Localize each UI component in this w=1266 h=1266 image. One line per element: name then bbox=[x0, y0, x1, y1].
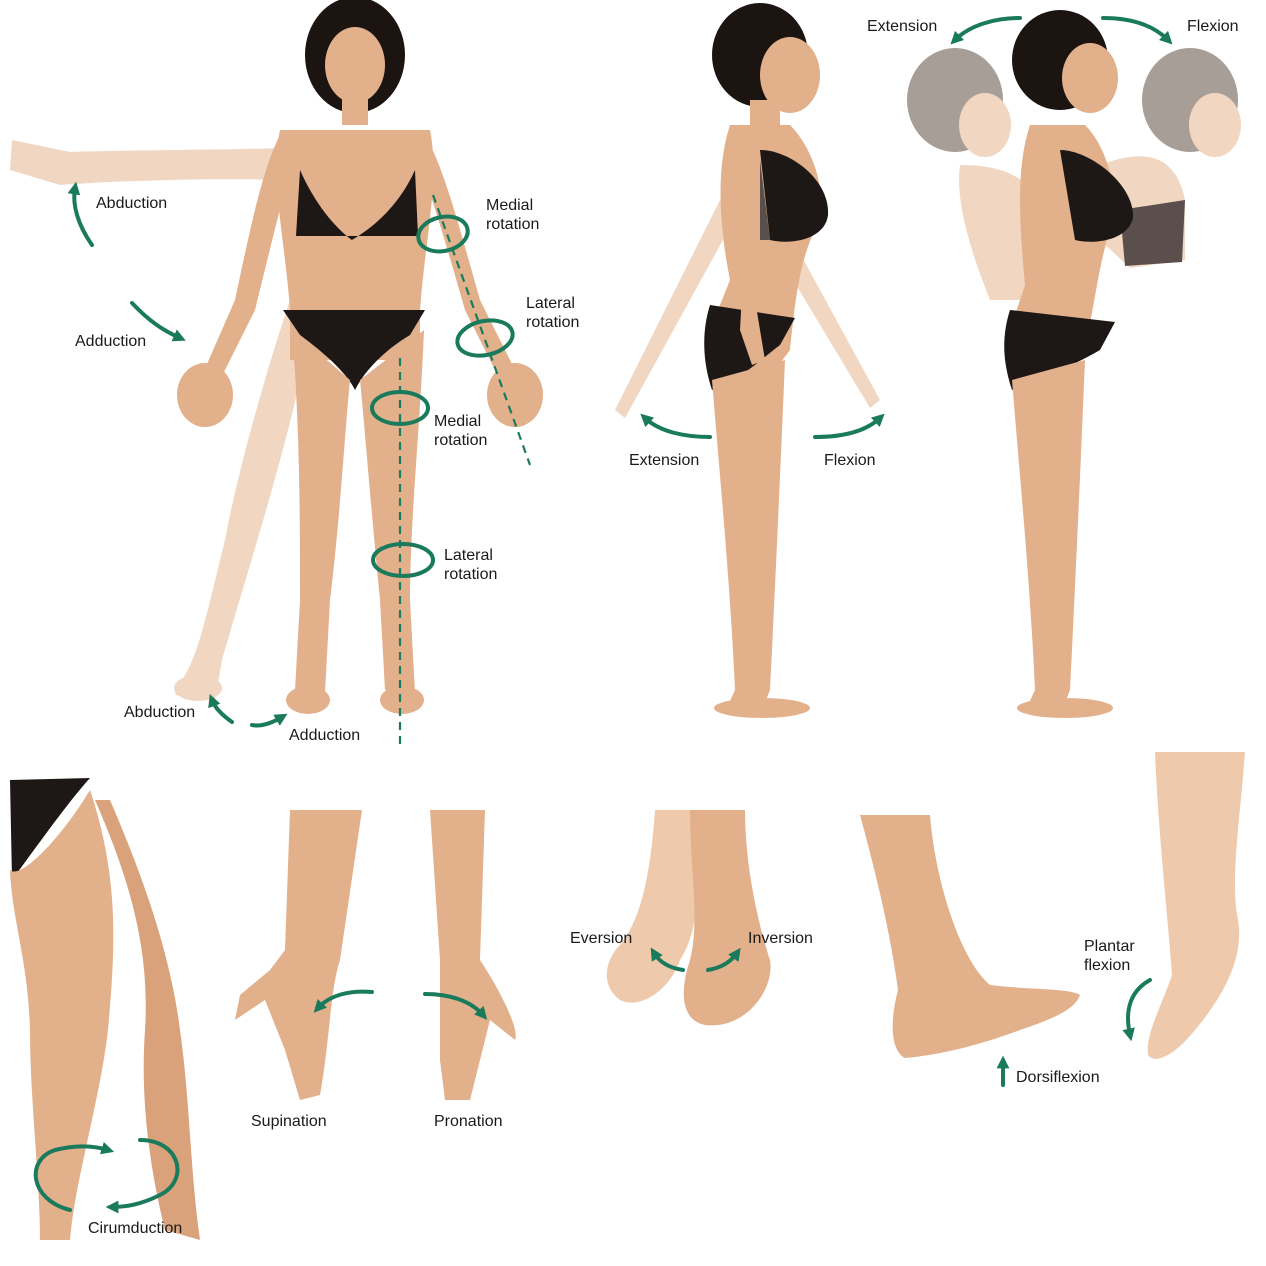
plantar-flexion-arrow bbox=[1128, 980, 1150, 1035]
label-dorsiflexion: Dorsiflexion bbox=[1016, 1068, 1100, 1087]
front-figure bbox=[10, 0, 543, 714]
flexion-trunk-arrow bbox=[1103, 18, 1168, 40]
label-pronation: Pronation bbox=[434, 1112, 503, 1131]
label-abduction-arm: Abduction bbox=[96, 194, 167, 213]
label-medial-rotation-arm: Medial rotation bbox=[486, 196, 539, 234]
adduction-leg-arrow bbox=[252, 717, 282, 726]
abduction-arm-arrow bbox=[74, 188, 92, 245]
label-extension-arm: Extension bbox=[629, 451, 699, 470]
abduction-leg-arrow bbox=[212, 700, 232, 722]
label-inversion: Inversion bbox=[748, 929, 813, 948]
hands bbox=[235, 810, 516, 1100]
label-lateral-rotation-arm: Lateral rotation bbox=[526, 294, 579, 332]
flexion-arm-arrow bbox=[815, 418, 880, 437]
label-supination: Supination bbox=[251, 1112, 327, 1131]
circumduction-legs bbox=[10, 778, 200, 1240]
label-plantar-flexion: Plantar flexion bbox=[1084, 937, 1135, 975]
extension-trunk-arrow bbox=[955, 18, 1020, 40]
label-adduction-leg: Adduction bbox=[289, 726, 360, 745]
feet-eversion-inversion bbox=[607, 810, 771, 1025]
label-medial-rotation-leg: Medial rotation bbox=[434, 412, 487, 450]
label-abduction-leg: Abduction bbox=[124, 703, 195, 722]
extension-arm-arrow bbox=[645, 418, 710, 437]
label-extension-trunk: Extension bbox=[867, 17, 937, 36]
ghost-abducted-arm bbox=[10, 140, 285, 185]
label-flexion-trunk: Flexion bbox=[1187, 17, 1239, 36]
label-circumduction: Cirumduction bbox=[88, 1219, 182, 1238]
ghost-abducted-leg bbox=[175, 300, 300, 700]
side-figure bbox=[615, 3, 880, 718]
feet-flexion bbox=[860, 752, 1245, 1059]
label-flexion-arm: Flexion bbox=[824, 451, 876, 470]
trunk-figure bbox=[907, 10, 1241, 718]
label-adduction-arm: Adduction bbox=[75, 332, 146, 351]
label-eversion: Eversion bbox=[570, 929, 632, 948]
label-lateral-rotation-leg: Lateral rotation bbox=[444, 546, 497, 584]
